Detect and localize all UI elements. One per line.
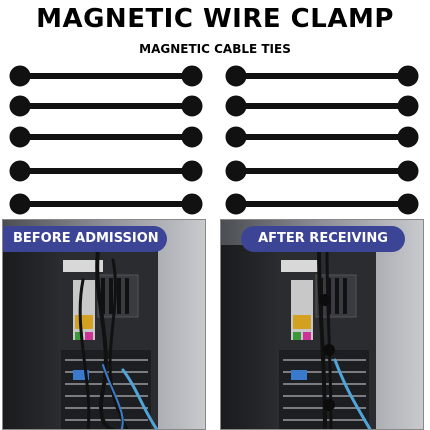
pc-case-back-photo-after — [221, 220, 423, 429]
cable-tie — [225, 126, 419, 148]
cable-tie — [225, 160, 419, 182]
after-panel: AFTER RECEIVING — [220, 219, 424, 430]
cable-tie — [225, 95, 419, 117]
product-title: MAGNETIC WIRE CLAMP — [36, 4, 394, 34]
cable-tie — [9, 160, 203, 182]
cable-tie — [9, 95, 203, 117]
before-admission-badge: BEFORE ADMISSION — [3, 226, 167, 252]
after-receiving-badge: AFTER RECEIVING — [241, 226, 405, 252]
before-panel: BEFORE ADMISSION — [2, 219, 206, 430]
cable-tie — [225, 65, 419, 87]
cable-tie — [9, 193, 203, 215]
cable-tie — [9, 65, 203, 87]
product-subtitle: MAGNETIC CABLE TIES — [139, 42, 291, 56]
pc-case-back-photo-before — [3, 220, 205, 429]
cable-tie — [9, 126, 203, 148]
cable-tie — [225, 193, 419, 215]
cable-ties-illustration — [9, 65, 419, 215]
